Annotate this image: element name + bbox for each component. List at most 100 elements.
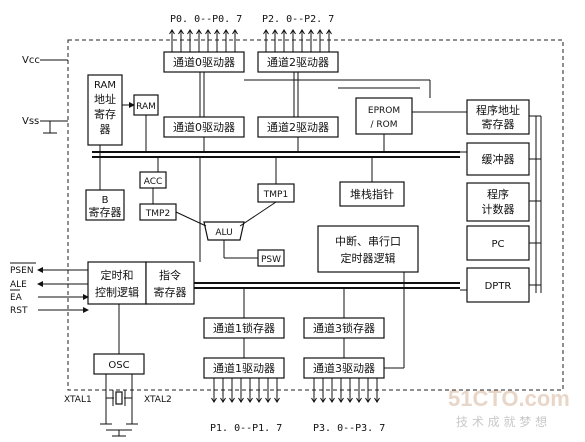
- ch3-latch: 通道3锁存器: [313, 321, 375, 335]
- pin-arrow-icon: [329, 397, 335, 403]
- ram-addr-l3: 寄存: [94, 107, 116, 121]
- instr-l1: 指令: [159, 268, 181, 282]
- pin-arrow-icon: [311, 397, 317, 403]
- dptr-box: [466, 267, 530, 303]
- pin-arrow-icon: [247, 397, 253, 403]
- stack-pointer-box: [339, 181, 405, 207]
- pin-arrow-icon: [205, 29, 211, 35]
- pin-arrow-icon: [320, 397, 326, 403]
- xtal1-label: XTAL1: [64, 395, 92, 405]
- ch2-driver-top: 通道2驱动器: [267, 55, 329, 69]
- prog-addr-l1: 程序地址: [476, 103, 520, 117]
- ch2-driver-mid: 通道2驱动器: [267, 120, 329, 134]
- pin-arrow-icon: [338, 397, 344, 403]
- prog-counter-l2: 计数器: [482, 203, 515, 216]
- pin-arrow-icon: [169, 29, 175, 35]
- pin-arrow-icon: [308, 29, 314, 35]
- p3-label: P3. 0--P3. 7: [313, 423, 385, 434]
- tmp2-label: TMP2: [145, 209, 170, 219]
- instr-l2: 寄存器: [154, 285, 187, 299]
- ram-addr-l2: 地址: [94, 92, 116, 106]
- timing-l2: 控制逻辑: [95, 285, 139, 299]
- eprom-l1: EPROM: [368, 106, 400, 116]
- vcc-label: Vcc: [22, 55, 40, 66]
- osc-label: OSC: [108, 360, 129, 371]
- buffer-box: [466, 142, 530, 176]
- pin-arrow-icon: [214, 29, 220, 35]
- program-counter-box: [466, 182, 530, 222]
- ch0-driver-top: 通道0驱动器: [173, 55, 235, 69]
- program-address-register-box: [466, 99, 530, 135]
- tmp1-label: TMP1: [263, 190, 288, 200]
- pc-label: PC: [491, 239, 504, 250]
- pin-arrow-icon: [220, 397, 226, 403]
- ram-address-register-box: [87, 74, 123, 146]
- b-reg-l1: B: [102, 195, 109, 206]
- pin-arrow-icon: [263, 29, 269, 35]
- stack-pointer-label: 堆栈指针: [350, 187, 394, 201]
- ram-addr-l4: 器: [100, 123, 111, 136]
- pc-box: [466, 225, 530, 261]
- acc-label: ACC: [144, 177, 163, 187]
- interrupt-l2: 定时器逻辑: [341, 251, 396, 265]
- interrupt-serial-timer-box: [317, 225, 419, 273]
- xtal2-label: XTAL2: [144, 395, 172, 405]
- vss-label: Vss: [22, 116, 39, 127]
- watermark-brand: 51CTO.com: [448, 386, 570, 411]
- timing-control-box: [87, 261, 147, 305]
- prog-counter-l1: 程序: [487, 187, 509, 201]
- b-reg-l2: 寄存器: [89, 205, 122, 219]
- p0-pins: [169, 29, 238, 52]
- pin-arrow-icon: [223, 29, 229, 35]
- pin-arrow-icon: [232, 29, 238, 35]
- ram-label: RAM: [136, 102, 156, 112]
- pin-arrow-icon: [299, 29, 305, 35]
- pin-arrow-icon: [356, 397, 362, 403]
- pin-arrow-icon: [265, 397, 271, 403]
- p2-label: P2. 0--P2. 7: [262, 14, 334, 25]
- chip-boundary: [67, 39, 564, 391]
- alu-label: ALU: [215, 228, 232, 238]
- psen-label: PSEN: [10, 266, 34, 276]
- crystal-icon: [115, 391, 123, 405]
- pin-arrow-icon: [211, 397, 217, 403]
- ch3-driver: 通道3驱动器: [313, 361, 375, 375]
- dptr-label: DPTR: [485, 281, 512, 292]
- ch1-latch: 通道1锁存器: [213, 321, 275, 335]
- rst-label: RST: [10, 306, 28, 316]
- pin-arrow-icon: [290, 29, 296, 35]
- pin-arrow-icon: [272, 29, 278, 35]
- pin-arrow-icon: [256, 397, 262, 403]
- instruction-register-box: [145, 261, 195, 305]
- p2-pins: [263, 29, 332, 52]
- p0-label: P0. 0--P0. 7: [170, 14, 242, 25]
- eprom-l2: / ROM: [371, 120, 398, 130]
- pin-arrow-icon: [281, 29, 287, 35]
- p3-pins: [311, 378, 380, 403]
- prog-addr-l2: 寄存器: [482, 117, 515, 131]
- pin-arrow-icon: [326, 29, 332, 35]
- p1-pins: [211, 378, 280, 403]
- watermark-slogan: 技 术 成 就 梦 想: [456, 414, 547, 429]
- buffer-label: 缓冲器: [482, 152, 515, 166]
- pin-arrow-icon: [187, 29, 193, 35]
- pin-arrow-icon: [317, 29, 323, 35]
- b-register-box: [85, 189, 125, 221]
- pin-arrow-icon: [229, 397, 235, 403]
- p1-label: P1. 0--P1. 7: [210, 423, 282, 434]
- ch0-driver-mid: 通道0驱动器: [173, 120, 235, 134]
- interrupt-l1: 中断、串行口: [335, 234, 401, 248]
- ale-label: ALE: [10, 280, 27, 290]
- ea-label: EA: [10, 293, 23, 303]
- alu-shape: [203, 221, 245, 241]
- pin-arrow-icon: [196, 29, 202, 35]
- pin-arrow-icon: [178, 29, 184, 35]
- timing-l1: 定时和: [101, 268, 134, 282]
- pin-arrow-icon: [238, 397, 244, 403]
- psw-label: PSW: [261, 255, 281, 265]
- ch1-driver: 通道1驱动器: [213, 361, 275, 375]
- pin-arrow-icon: [274, 397, 280, 403]
- ram-addr-l1: RAM: [94, 80, 116, 91]
- pin-arrow-icon: [374, 397, 380, 403]
